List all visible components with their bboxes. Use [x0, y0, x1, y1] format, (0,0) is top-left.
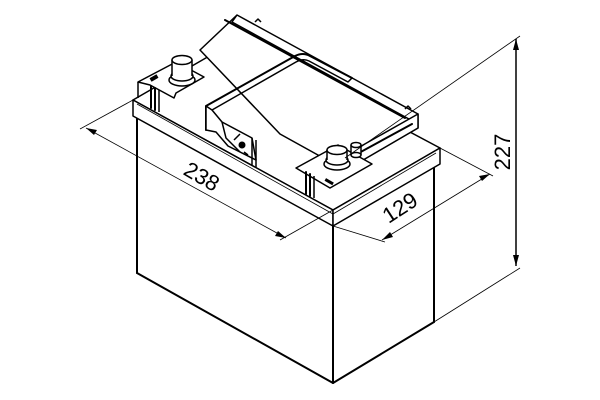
arrowhead-icon	[275, 231, 286, 238]
case-bottom-right-edge	[332, 321, 435, 384]
extension-line	[439, 147, 494, 177]
extension-line	[332, 225, 386, 243]
dimension-height: 227	[344, 35, 521, 323]
negative-terminal-area	[137, 54, 205, 112]
positive-symbol-icon	[324, 178, 334, 186]
battery-case	[136, 117, 435, 384]
arrowhead-icon	[513, 39, 519, 50]
extension-line	[279, 209, 334, 241]
extension-line	[344, 35, 521, 159]
arrowhead-icon	[513, 255, 519, 266]
negative-symbol-icon	[149, 74, 159, 82]
negative-terminal-post	[168, 54, 196, 87]
arrowhead-icon	[86, 128, 97, 135]
arrowhead-icon	[382, 232, 393, 240]
carry-handle	[205, 53, 353, 167]
dimension-line	[381, 173, 491, 241]
dimension-line	[85, 127, 287, 239]
extension-line	[433, 267, 521, 323]
dimension-height-label: 227	[490, 134, 515, 171]
hinge-pin-icon	[238, 141, 246, 149]
positive-terminal-post	[323, 144, 351, 171]
case-bottom-left-edge	[136, 272, 334, 384]
extension-line	[79, 99, 134, 130]
arrowhead-icon	[479, 174, 490, 181]
